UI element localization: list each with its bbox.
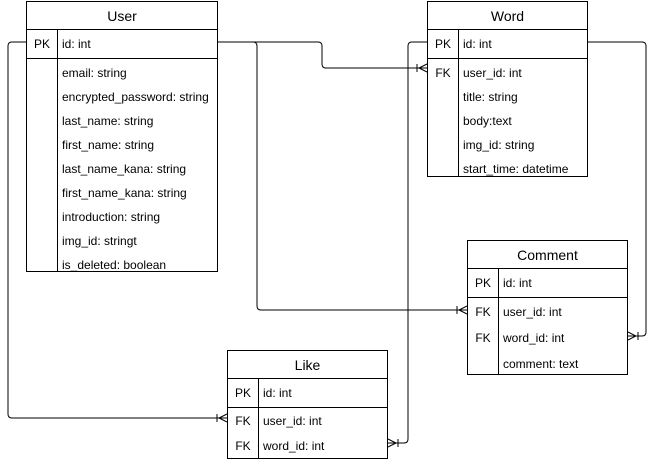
field-label: img_id: stringt — [62, 234, 137, 248]
field-label: title: string — [463, 90, 518, 104]
field-row[interactable]: email: string — [27, 61, 217, 85]
field-label: body:text — [463, 114, 512, 128]
field-row[interactable]: img_id: stringt — [27, 229, 217, 253]
field-row[interactable]: introduction: string — [27, 205, 217, 229]
key-label: PK — [234, 386, 251, 400]
field-row[interactable]: title: string — [428, 85, 587, 109]
entity-user[interactable]: User PK id: int email: string encrypted_… — [26, 1, 218, 272]
field-label: id: int — [503, 276, 532, 290]
field-label: last_name_kana: string — [62, 162, 187, 176]
field-label: introduction: string — [62, 210, 161, 224]
entity-title: User — [27, 2, 217, 30]
field-row[interactable]: first_name: string — [27, 133, 217, 157]
field-label: start_time: datetime — [463, 162, 569, 176]
field-row[interactable]: FK user_id: int — [428, 61, 587, 85]
field-label: comment: text — [503, 357, 579, 371]
field-label: encrypted_password: string — [62, 90, 209, 104]
entity-title: Comment — [468, 241, 627, 269]
column-divider — [498, 269, 499, 374]
field-label: first_name: string — [62, 138, 155, 152]
field-row[interactable]: last_name: string — [27, 109, 217, 133]
field-label: img_id: string — [463, 138, 535, 152]
connector-user-word — [218, 41, 427, 69]
key-label: PK — [33, 37, 50, 51]
field-label: last_name: string — [62, 114, 154, 128]
field-label: email: string — [62, 66, 127, 80]
entity-title: Word — [428, 2, 587, 30]
crowsfoot-marker — [456, 305, 468, 315]
field-row[interactable]: encrypted_password: string — [27, 85, 217, 109]
connector-word-like — [388, 41, 427, 444]
key-label: FK — [475, 305, 491, 319]
key-label: PK — [434, 37, 451, 51]
field-label: word_id: int — [263, 439, 325, 453]
field-label: id: int — [463, 37, 492, 51]
key-label: FK — [235, 414, 251, 428]
field-row[interactable]: FK user_id: int — [228, 409, 387, 434]
entity-like[interactable]: Like PK id: int FK user_id: int FK word_id… — [227, 350, 388, 459]
key-label: FK — [235, 439, 251, 453]
crowsfoot-marker — [216, 413, 228, 423]
crowsfoot-marker — [627, 331, 639, 341]
entity-word[interactable]: Word PK id: int FK user_id: int title: st… — [427, 1, 588, 177]
field-row[interactable]: FK word_id: int — [228, 434, 387, 459]
field-label: is_deleted: boolean — [62, 258, 167, 272]
field-row[interactable]: FK user_id: int — [468, 299, 627, 325]
field-row[interactable]: body:text — [428, 109, 587, 133]
field-label: word_id: int — [503, 331, 565, 345]
field-row[interactable]: last_name_kana: string — [27, 157, 217, 181]
pk-row[interactable]: PK id: int — [468, 269, 627, 298]
crowsfoot-marker — [387, 438, 399, 448]
field-row[interactable]: comment: text — [468, 351, 627, 377]
field-label: first_name_kana: string — [62, 186, 187, 200]
field-label: user_id: int — [463, 66, 522, 80]
field-label: user_id: int — [503, 305, 562, 319]
key-label: FK — [435, 66, 451, 80]
crowsfoot-marker — [416, 63, 428, 73]
field-label: user_id: int — [263, 414, 322, 428]
field-row[interactable]: FK word_id: int — [468, 325, 627, 351]
pk-row[interactable]: PK id: int — [27, 30, 217, 59]
entity-comment[interactable]: Comment PK id: int FK user_id: int FK word… — [467, 240, 628, 375]
field-row[interactable]: first_name_kana: string — [27, 181, 217, 205]
column-divider — [258, 379, 259, 458]
field-label: id: int — [62, 37, 91, 51]
key-label: PK — [474, 276, 491, 290]
key-label: FK — [475, 331, 491, 345]
field-row[interactable]: is_deleted: boolean — [27, 253, 217, 277]
field-row[interactable]: img_id: string — [428, 133, 587, 157]
pk-row[interactable]: PK id: int — [428, 30, 587, 59]
field-row[interactable]: start_time: datetime — [428, 157, 587, 181]
entity-title: Like — [228, 351, 387, 379]
field-label: id: int — [263, 386, 292, 400]
pk-row[interactable]: PK id: int — [228, 379, 387, 408]
